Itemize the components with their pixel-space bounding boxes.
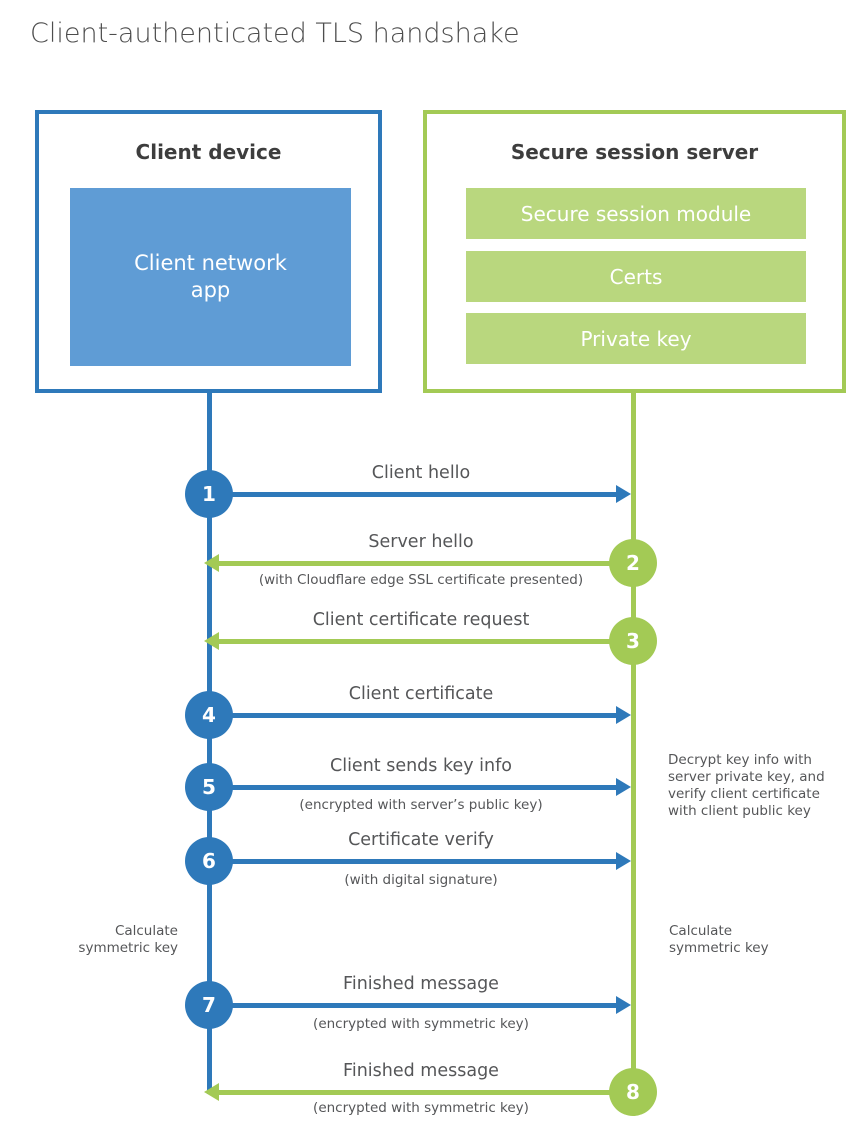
step-2-sublabel: (with Cloudflare edge SSL certificate pr… [258,572,584,588]
step-3-number: 3 [626,629,640,653]
step-7-arrow-line [209,1003,617,1008]
client-lifeline [207,391,212,1094]
server-calc-line1: Calculate [669,923,733,939]
step-8-number: 8 [626,1080,640,1104]
secure-session-server-box: Secure session server Secure session mod… [423,110,846,393]
server-title: Secure session server [510,140,759,164]
step-2-label: Server hello [368,532,474,552]
step-8-arrow-line [219,1090,633,1095]
step-8-label: Finished message [343,1061,499,1081]
step-8-sublabel: (encrypted with symmetric key) [313,1100,529,1116]
step-6-sublabel: (with digital signature) [344,872,498,888]
step-1-arrow-line [209,492,617,497]
server-module-secure-session: Secure session module [466,188,806,239]
server-note-line3: verify client certificate [668,786,820,802]
step-4-circle: 4 [185,691,233,739]
step-3-arrow-line [219,639,633,644]
client-network-app-box: Client network app [70,188,351,366]
server-note-line1: Decrypt key info with [668,752,812,768]
step-1-arrowhead-right-icon [616,485,631,503]
step-5-label: Client sends key info [329,756,512,776]
step-5-sublabel: (encrypted with server’s public key) [299,797,543,813]
step-2-number: 2 [626,551,640,575]
server-note-line4: with client public key [668,803,811,819]
step-4-label: Client certificate [348,684,494,704]
server-decrypt-note: Decrypt key info with server private key… [668,752,825,820]
server-lifeline [631,391,636,1094]
client-calc-line1: Calculate [114,923,178,939]
step-5-number: 5 [202,775,216,799]
step-2-circle: 2 [609,539,657,587]
step-4-arrowhead-right-icon [616,706,631,724]
server-calculate-symmetric-key-note: Calculate symmetric key [669,923,769,957]
step-8-arrowhead-left-icon [204,1083,219,1101]
step-6-circle: 6 [185,837,233,885]
page-title: Client-authenticated TLS handshake [30,18,520,49]
server-calc-line2: symmetric key [669,940,769,956]
step-3-label: Client certificate request [312,610,530,630]
step-7-sublabel: (encrypted with symmetric key) [313,1016,529,1032]
step-2-arrow-line [219,561,633,566]
step-6-arrowhead-right-icon [616,852,631,870]
step-6-number: 6 [202,849,216,873]
server-module-private-key: Private key [466,313,806,364]
step-7-circle: 7 [185,981,233,1029]
step-7-number: 7 [202,993,216,1017]
server-note-line2: server private key, and [668,769,825,785]
step-4-arrow-line [209,713,617,718]
step-1-circle: 1 [185,470,233,518]
step-3-circle: 3 [609,617,657,665]
step-8-circle: 8 [609,1068,657,1116]
step-3-arrowhead-left-icon [204,632,219,650]
step-4-number: 4 [202,703,216,727]
client-device-box: Client device Client network app [35,110,382,393]
step-6-label: Certificate verify [348,830,494,850]
client-app-label-line2: app [190,278,231,302]
client-calculate-symmetric-key-note: Calculate symmetric key [78,923,178,957]
client-calc-line2: symmetric key [78,940,178,956]
step-5-circle: 5 [185,763,233,811]
step-7-label: Finished message [343,974,499,994]
client-device-title: Client device [135,140,282,164]
server-module-certs: Certs [466,251,806,302]
step-5-arrow-line [209,785,617,790]
step-6-arrow-line [209,859,617,864]
step-2-arrowhead-left-icon [204,554,219,572]
step-1-label: Client hello [371,463,471,483]
step-7-arrowhead-right-icon [616,996,631,1014]
client-app-label-line1: Client network [134,251,287,275]
step-5-arrowhead-right-icon [616,778,631,796]
step-1-number: 1 [202,482,216,506]
